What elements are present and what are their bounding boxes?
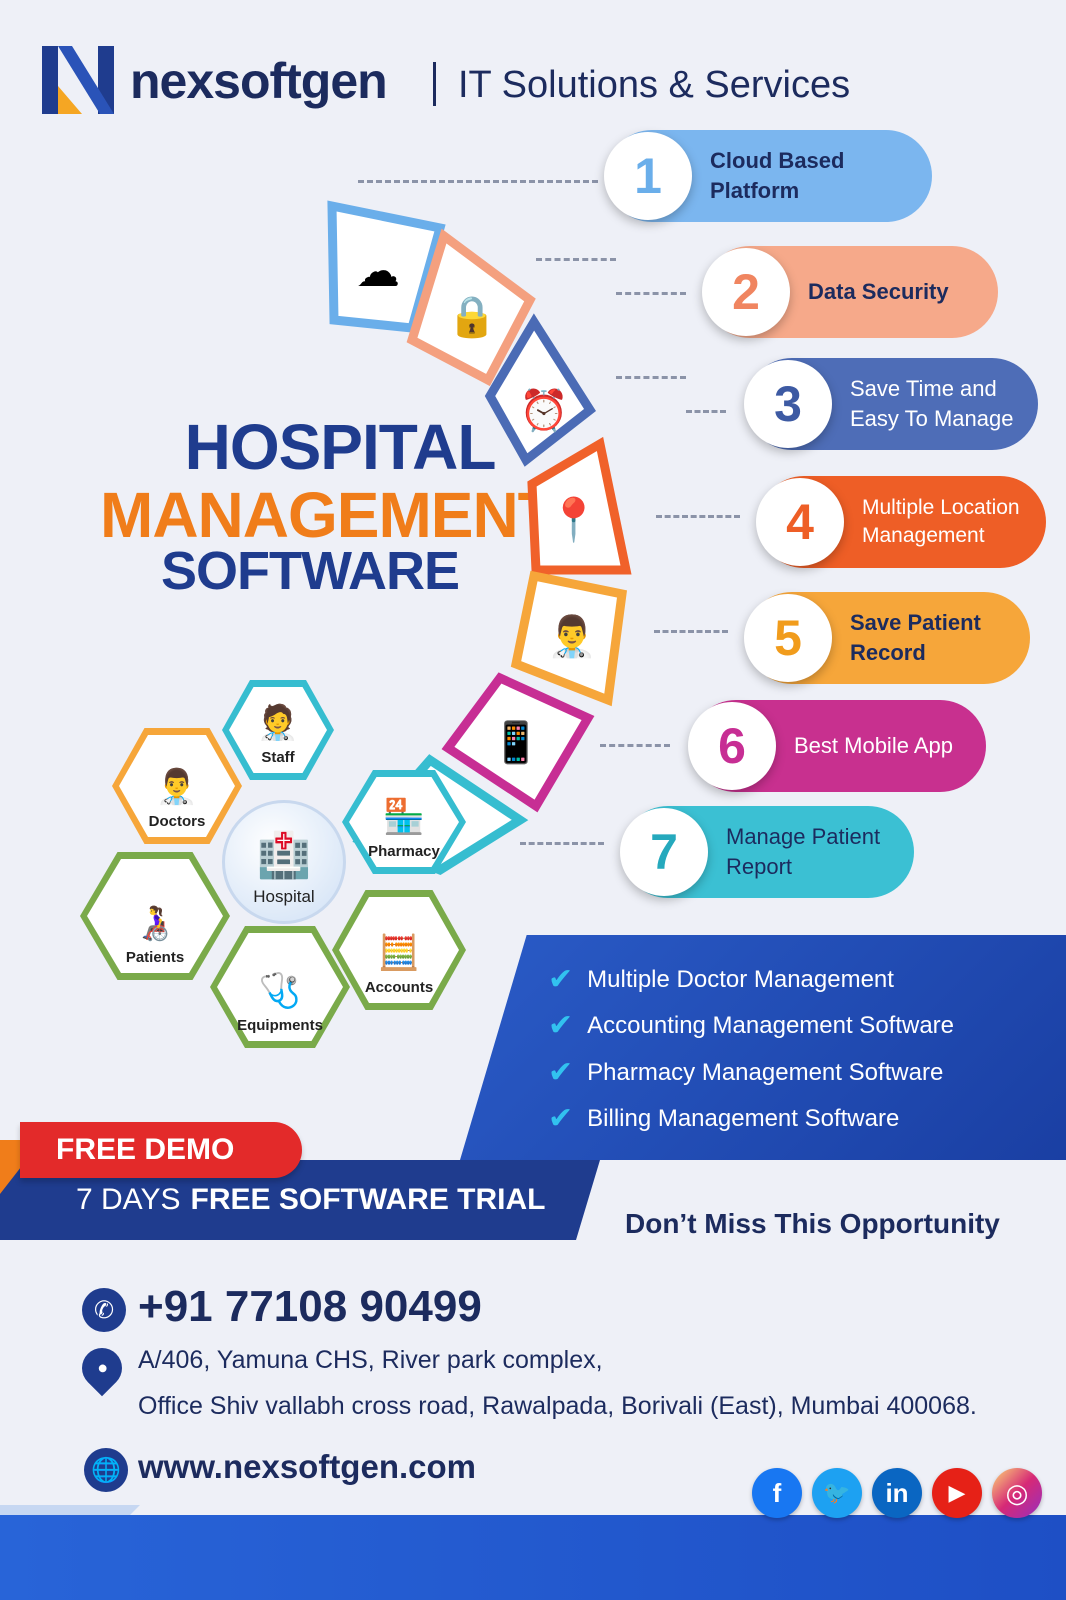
- feature-pill-3: 3 Save Time and Easy To Manage: [744, 358, 1038, 450]
- module-equipments: 🩺 Equipments: [210, 926, 350, 1048]
- staff-icon: 🧑‍⚕️: [256, 704, 300, 742]
- checklist-text-2: Accounting Management Software: [587, 1011, 955, 1039]
- checklist-item-4: ✔ Billing Management Software: [548, 1101, 899, 1136]
- feature-label-5: Save Patient Record: [850, 610, 981, 665]
- feature-label-1: Cloud Based Platform: [710, 148, 845, 203]
- checkmark-icon: ✔: [548, 1009, 574, 1042]
- title-line-management: MANAGEMENT: [100, 479, 557, 551]
- trial-bold-text: FREE SOFTWARE TRIAL: [190, 1183, 546, 1216]
- mobile-app-icon: 📱: [491, 719, 541, 765]
- arc-segment-time: ⏰: [484, 313, 596, 467]
- brand-tagline: IT Solutions & Services: [458, 64, 851, 106]
- cloud-network-icon: ☁: [356, 247, 400, 296]
- footer-bar: [0, 1515, 1066, 1600]
- title-line-hospital: HOSPITAL: [184, 411, 497, 483]
- checkmark-icon: ✔: [548, 963, 574, 996]
- connector-1: [358, 180, 598, 183]
- feature-number-1: 1: [604, 132, 692, 220]
- title-line-software: SOFTWARE: [161, 541, 460, 601]
- module-label-staff: Staff: [261, 749, 295, 766]
- arc-segment-location: 📍: [527, 436, 632, 575]
- connector-5: [654, 630, 728, 633]
- module-label-equipments: Equipments: [237, 1017, 323, 1034]
- module-staff: 🧑‍⚕️ Staff: [222, 680, 334, 780]
- module-label-doctors: Doctors: [148, 813, 206, 830]
- module-label-accounts: Accounts: [364, 979, 434, 996]
- checklist-item-1: ✔ Multiple Doctor Management: [548, 962, 894, 997]
- patients-icon: 👩‍🦽: [133, 904, 177, 942]
- checklist-text-1: Multiple Doctor Management: [587, 965, 894, 993]
- checkmark-icon: ✔: [548, 1102, 574, 1135]
- accounts-icon: 🧮: [377, 934, 421, 972]
- phone-icon: ✆: [82, 1288, 126, 1332]
- address-line-2: Office Shiv vallabh cross road, Rawalpad…: [138, 1392, 977, 1420]
- equipments-icon: 🩺: [258, 972, 302, 1010]
- feature-label-7: Manage Patient Report: [726, 824, 881, 879]
- instagram-icon[interactable]: ◎: [992, 1468, 1042, 1518]
- pharmacy-icon: 🏪: [382, 798, 426, 836]
- module-accounts: 🧮 Accounts: [332, 890, 466, 1010]
- arc-segment-security: 🔒: [406, 228, 536, 387]
- checklist-text-3: Pharmacy Management Software: [587, 1058, 944, 1086]
- arc-segment-mobile: 📱: [441, 672, 595, 813]
- feature-label-4: Multiple Location Management: [862, 495, 1020, 547]
- twitter-icon[interactable]: 🐦: [812, 1468, 862, 1518]
- checklist-panel: [460, 935, 1066, 1160]
- feature-number-5: 5: [744, 594, 832, 682]
- feature-number-3: 3: [744, 360, 832, 448]
- arc-segment-record: 👨‍⚕️: [510, 570, 628, 707]
- checklist-item-2: ✔ Accounting Management Software: [548, 1008, 954, 1043]
- module-label-pharmacy: Pharmacy: [368, 843, 440, 860]
- brand-name: nexsoftgen: [130, 53, 388, 109]
- location-pin-icon: ●: [73, 1339, 131, 1397]
- opportunity-text: Don’t Miss This Opportunity: [625, 1208, 1000, 1239]
- website-link[interactable]: www.nexsoftgen.com: [138, 1448, 476, 1485]
- doctors-icon: 👨‍⚕️: [155, 768, 199, 806]
- linkedin-icon[interactable]: in: [872, 1468, 922, 1518]
- checklist-text-4: Billing Management Software: [587, 1104, 900, 1132]
- feature-label-3: Save Time and Easy To Manage: [850, 376, 1014, 431]
- globe-icon: 🌐: [84, 1448, 128, 1492]
- connector-3b: [686, 410, 726, 413]
- patient-record-icon: 👨‍⚕️: [547, 613, 597, 659]
- feature-number-2: 2: [702, 248, 790, 336]
- connector-2b: [616, 292, 686, 295]
- facebook-icon[interactable]: f: [752, 1468, 802, 1518]
- module-doctors: 👨‍⚕️ Doctors: [112, 728, 242, 844]
- module-label-patients: Patients: [125, 949, 185, 966]
- hospital-icon: 🏥: [256, 831, 312, 880]
- address-line-1: A/406, Yamuna CHS, River park complex,: [138, 1346, 603, 1374]
- module-patients: 👩‍🦽 Patients: [80, 852, 230, 980]
- feature-pill-6: 6 Best Mobile App: [688, 700, 986, 792]
- feature-pill-4: 4 Multiple Location Management: [756, 476, 1046, 568]
- module-label-hospital: Hospital: [253, 887, 315, 906]
- feature-pill-7: 7 Manage Patient Report: [620, 806, 914, 898]
- feature-number-7: 7: [620, 808, 708, 896]
- checklist-item-3: ✔ Pharmacy Management Software: [548, 1055, 943, 1090]
- feature-pill-2: 2 Data Security: [702, 246, 998, 338]
- feature-pill-5: 5 Save Patient Record: [744, 592, 1030, 684]
- server-lock-icon: 🔒: [447, 295, 497, 339]
- feature-number-6: 6: [688, 702, 776, 790]
- connector-4: [656, 515, 740, 518]
- connector-7: [520, 842, 604, 845]
- trial-prefix: 7 DAYS: [76, 1183, 181, 1216]
- clock-hands-icon: ⏰: [519, 386, 569, 433]
- nexsoftgen-logo-icon: [42, 46, 114, 114]
- free-demo-ribbon: FREE DEMO: [20, 1122, 302, 1178]
- feature-label-6: Best Mobile App: [794, 733, 953, 759]
- phone-number[interactable]: +91 77108 90499: [138, 1282, 482, 1331]
- module-hospital: 🏥 Hospital: [222, 800, 346, 924]
- map-pin-icon: 📍: [548, 495, 600, 544]
- feature-label-2: Data Security: [808, 279, 949, 305]
- feature-number-4: 4: [756, 478, 844, 566]
- youtube-icon[interactable]: ▶: [932, 1468, 982, 1518]
- connector-6: [600, 744, 670, 747]
- feature-pill-1: 1 Cloud Based Platform: [604, 130, 932, 222]
- brand-divider: [433, 62, 436, 106]
- connector-3a: [616, 376, 686, 379]
- checkmark-icon: ✔: [548, 1056, 574, 1089]
- connector-2a: [536, 258, 616, 261]
